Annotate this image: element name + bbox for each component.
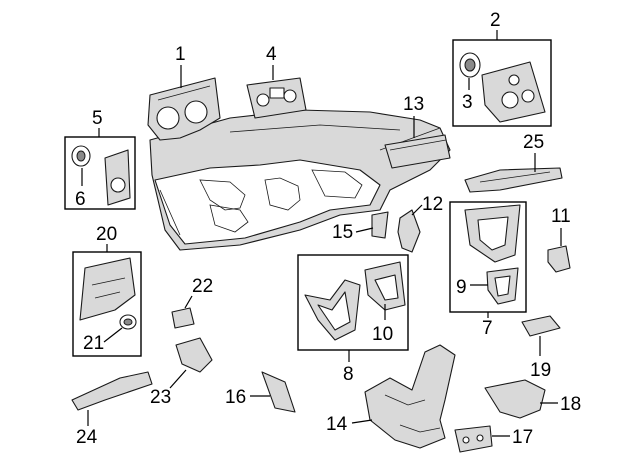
part-22-clip	[171, 307, 195, 329]
part-18-rear-console	[484, 379, 546, 419]
part-4-center-bezel	[246, 77, 307, 119]
leader-14	[351, 419, 373, 424]
part-7-console-trim	[464, 204, 521, 263]
instrument-panel	[149, 109, 451, 251]
part-15-bracket	[371, 211, 389, 239]
part-6-knob	[71, 145, 91, 167]
leader-23	[169, 369, 187, 389]
part-25-panel	[464, 167, 563, 193]
leader-15	[355, 227, 374, 233]
part-19-pad	[521, 315, 561, 337]
part-5-switch-bezel	[104, 149, 131, 206]
part-24-lower-trim	[71, 371, 153, 411]
part-2-switch-panel	[481, 61, 546, 123]
leader-12	[411, 204, 423, 216]
group-8-box	[297, 254, 409, 351]
callout-17: 17	[512, 427, 533, 448]
group-5-box	[64, 136, 136, 210]
callout-18: 18	[560, 394, 581, 415]
callout-22: 22	[192, 276, 213, 297]
callout-3: 3	[462, 92, 473, 113]
part-12-shift-knob	[397, 209, 421, 253]
callout-14: 14	[326, 414, 348, 435]
callout-4: 4	[266, 44, 277, 65]
part-14-console-body	[364, 344, 456, 449]
callout-12: 12	[422, 194, 443, 215]
callout-21: 21	[83, 333, 104, 354]
callout-19: 19	[530, 360, 551, 381]
callout-15: 15	[332, 222, 353, 243]
callout-10: 10	[372, 324, 393, 345]
callout-1: 1	[175, 44, 186, 65]
callout-9: 9	[456, 277, 467, 298]
part-9-trim-insert	[486, 267, 519, 305]
part-17-switch-panel	[454, 425, 493, 453]
callout-2: 2	[490, 10, 501, 31]
group-2-box	[452, 39, 552, 127]
callout-8: 8	[343, 364, 354, 385]
callout-5: 5	[92, 108, 103, 129]
leader-21	[103, 327, 123, 343]
callout-11: 11	[551, 206, 571, 227]
callout-23: 23	[150, 387, 171, 408]
callout-24: 24	[76, 427, 98, 448]
part-21-switch	[119, 314, 137, 330]
callout-13: 13	[403, 94, 424, 115]
callout-6: 6	[75, 189, 86, 210]
callout-7: 7	[482, 318, 493, 339]
part-10-console-insert	[364, 261, 406, 311]
part-3-knob	[459, 52, 481, 78]
callout-16: 16	[225, 387, 246, 408]
part-11-knob	[547, 245, 571, 273]
callout-25: 25	[523, 132, 544, 153]
leader-22	[184, 295, 193, 309]
part-23-cover	[175, 337, 213, 373]
part-1-cluster-bezel	[147, 77, 221, 141]
part-20-lower-panel	[79, 257, 136, 321]
part-13-glove-box	[384, 134, 451, 169]
callout-20: 20	[96, 224, 117, 245]
part-16-side-panel	[261, 371, 296, 413]
part-8-console-panel	[304, 279, 361, 341]
